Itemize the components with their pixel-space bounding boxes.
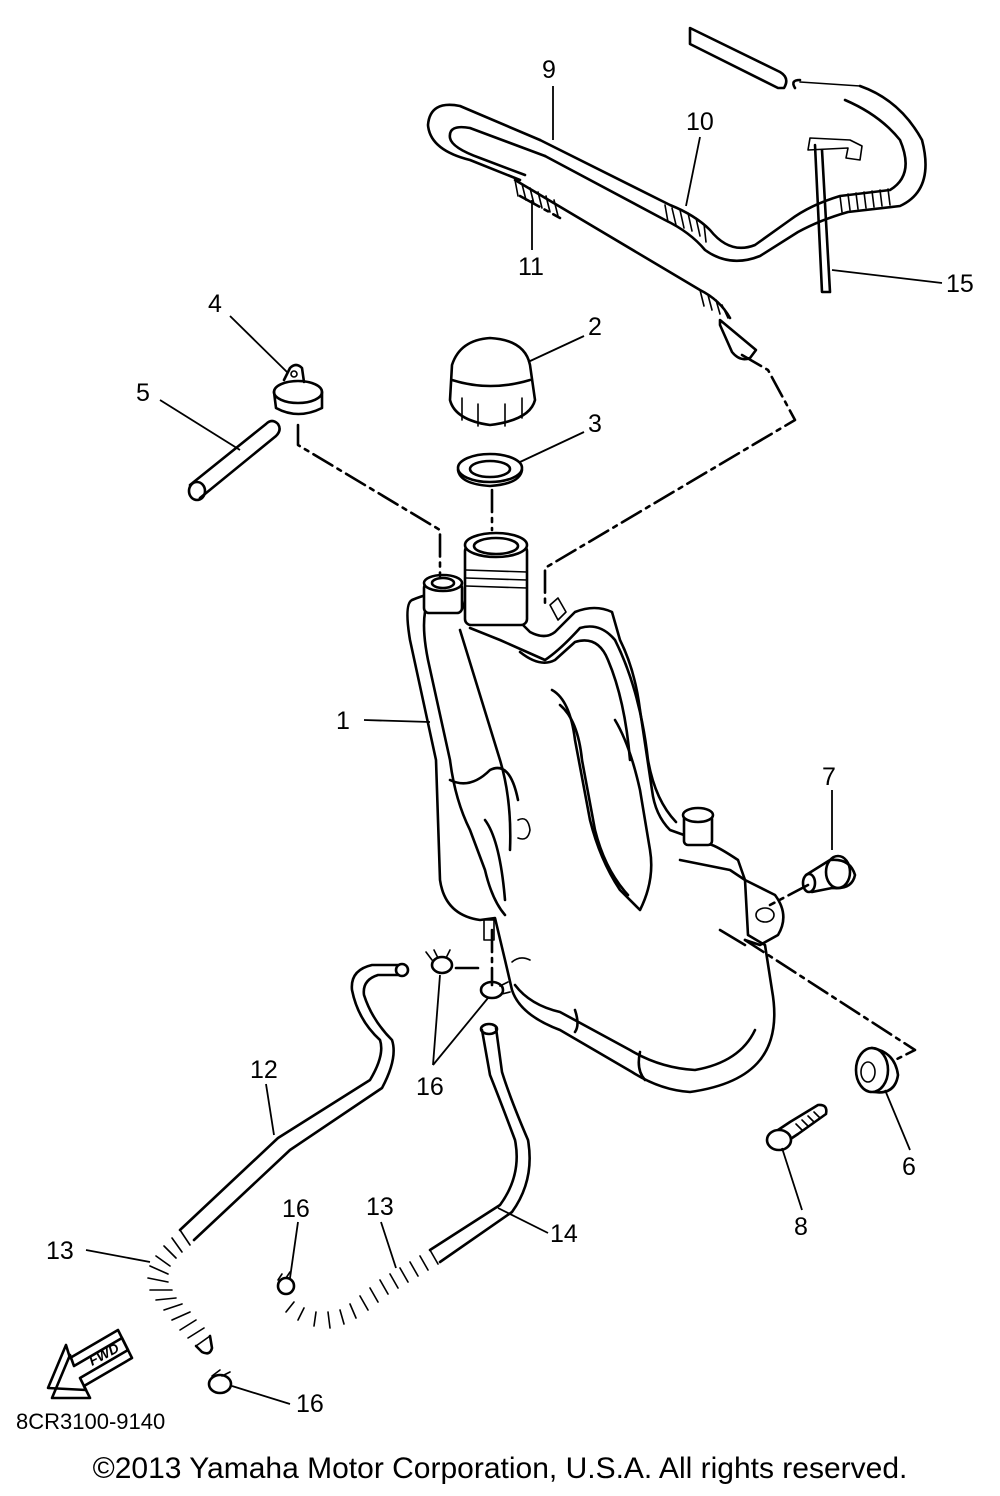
- parts-diagram: FWD 1 2 3 4 5 6 7 8 9 10 11: [46, 26, 974, 1418]
- callout-11: 11: [518, 253, 544, 281]
- callout-9: 9: [542, 56, 556, 84]
- leader-lines: [85, 86, 943, 1405]
- copyright-notice: ©2013 Yamaha Motor Corporation, U.S.A. A…: [92, 1452, 908, 1485]
- lower-overflow-hoses: [147, 949, 531, 1395]
- callout-numbers: 1 2 3 4 5 6 7 8 9 10 11 12 13 13 14 15 1…: [46, 56, 974, 1418]
- callout-16b: 16: [282, 1195, 310, 1223]
- callout-1: 1: [336, 707, 350, 735]
- cap-gasket: [456, 452, 524, 488]
- reservoir-cap: [448, 336, 537, 427]
- callout-4: 4: [208, 290, 222, 318]
- callout-16c: 16: [296, 1390, 324, 1418]
- drawing-code: 8CR3100-9140: [16, 1409, 166, 1434]
- callout-16a: 16: [416, 1073, 444, 1101]
- assembly-lines: [296, 353, 917, 1062]
- flange-bolt: [765, 1103, 828, 1152]
- callout-10: 10: [686, 108, 714, 136]
- callout-13a: 13: [46, 1237, 74, 1265]
- callout-7: 7: [822, 763, 836, 791]
- mounting-bolt: [801, 854, 857, 894]
- callout-6: 6: [902, 1153, 916, 1181]
- callout-2: 2: [588, 313, 602, 341]
- short-hose: [187, 419, 281, 502]
- callout-15: 15: [946, 270, 974, 298]
- callout-5: 5: [136, 379, 150, 407]
- callout-12: 12: [250, 1056, 278, 1084]
- fwd-arrow: FWD: [46, 1328, 134, 1400]
- callout-14: 14: [550, 1220, 578, 1248]
- grommet: [854, 1046, 900, 1094]
- callout-3: 3: [588, 410, 602, 438]
- small-cap: [272, 363, 324, 416]
- callout-13b: 13: [366, 1193, 394, 1221]
- upper-breather-hose: [426, 26, 927, 361]
- reservoir-tank: [406, 531, 785, 1094]
- callout-8: 8: [794, 1213, 808, 1241]
